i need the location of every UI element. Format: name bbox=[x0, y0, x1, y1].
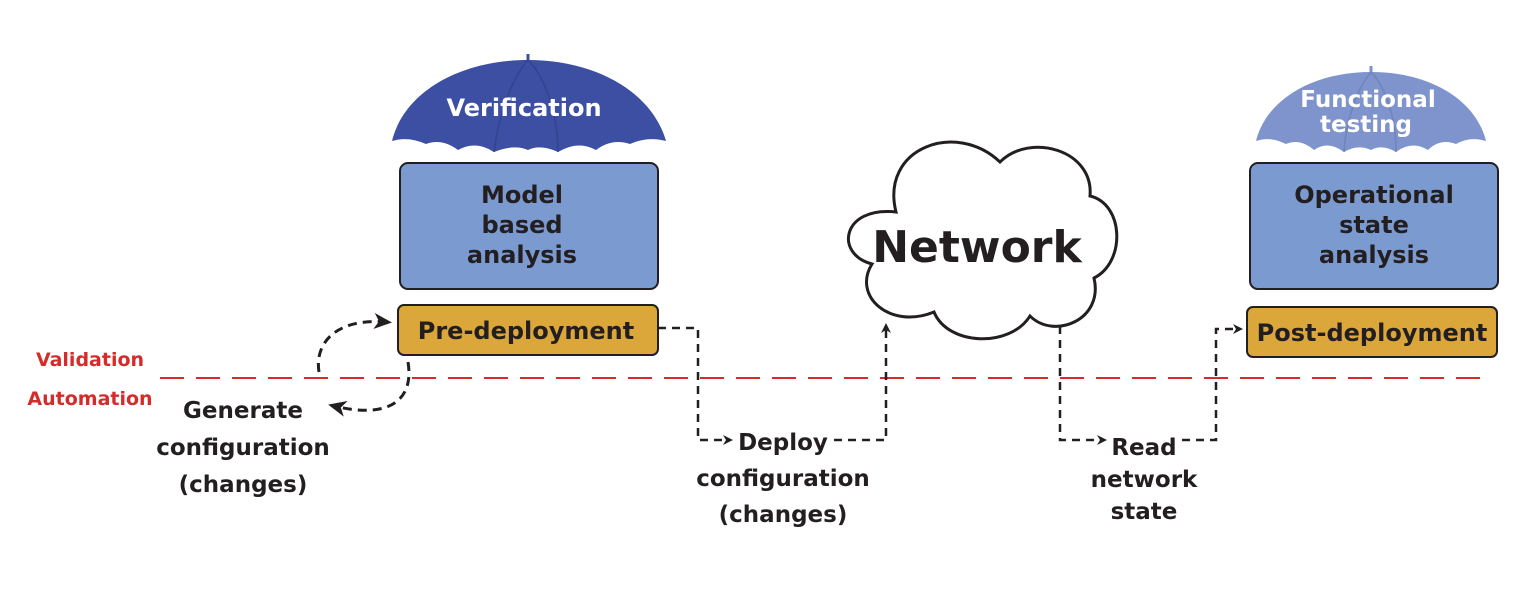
model-based-analysis-line1: Model bbox=[481, 181, 563, 209]
operational-state-analysis-line2: state bbox=[1339, 211, 1409, 239]
deploy-configuration-line3: (changes) bbox=[719, 502, 848, 528]
read-network-state-line3: state bbox=[1111, 499, 1178, 525]
network-label: Network bbox=[872, 222, 1083, 273]
verification-umbrella-icon bbox=[392, 54, 666, 153]
pre-deployment-box bbox=[397, 304, 659, 356]
automation-label: Automation bbox=[27, 388, 152, 410]
read-network-state-line2: network bbox=[1091, 467, 1198, 493]
deploy-path-arrow-in bbox=[658, 326, 733, 445]
verification-label: Verification bbox=[446, 94, 601, 122]
read-path-arrow-in bbox=[1058, 326, 1107, 445]
read-path-arrow-out bbox=[1182, 324, 1243, 442]
generate-configuration-line1: Generate bbox=[183, 398, 303, 424]
functional-testing-umbrella-icon bbox=[1256, 66, 1486, 153]
functional-testing-label-line1: Functional bbox=[1300, 87, 1435, 113]
operational-state-analysis-line1: Operational bbox=[1294, 181, 1454, 209]
model-based-analysis-line3: analysis bbox=[467, 241, 577, 269]
generate-configuration-line3: (changes) bbox=[179, 472, 308, 498]
network-cloud-icon bbox=[846, 140, 1119, 341]
operational-state-analysis-line3: analysis bbox=[1319, 241, 1429, 269]
post-deployment-label: Post-deployment bbox=[1257, 319, 1488, 347]
model-based-analysis-line2: based bbox=[481, 211, 562, 239]
generate-loop-lower-arrow bbox=[328, 361, 411, 417]
deploy-configuration-line1: Deploy bbox=[738, 430, 828, 456]
pre-deployment-label: Pre-deployment bbox=[418, 317, 635, 345]
generate-configuration-line2: configuration bbox=[156, 435, 330, 461]
validation-label: Validation bbox=[36, 349, 144, 371]
read-network-state-line1: Read bbox=[1111, 435, 1176, 461]
post-deployment-box bbox=[1246, 306, 1498, 358]
functional-testing-label-line2: testing bbox=[1320, 112, 1412, 138]
deploy-configuration-line2: configuration bbox=[696, 466, 870, 492]
operational-state-analysis-box bbox=[1249, 162, 1499, 290]
model-based-analysis-box bbox=[399, 162, 659, 290]
deploy-path-arrow-out bbox=[834, 323, 891, 442]
generate-loop-upper-arrow bbox=[316, 312, 392, 373]
